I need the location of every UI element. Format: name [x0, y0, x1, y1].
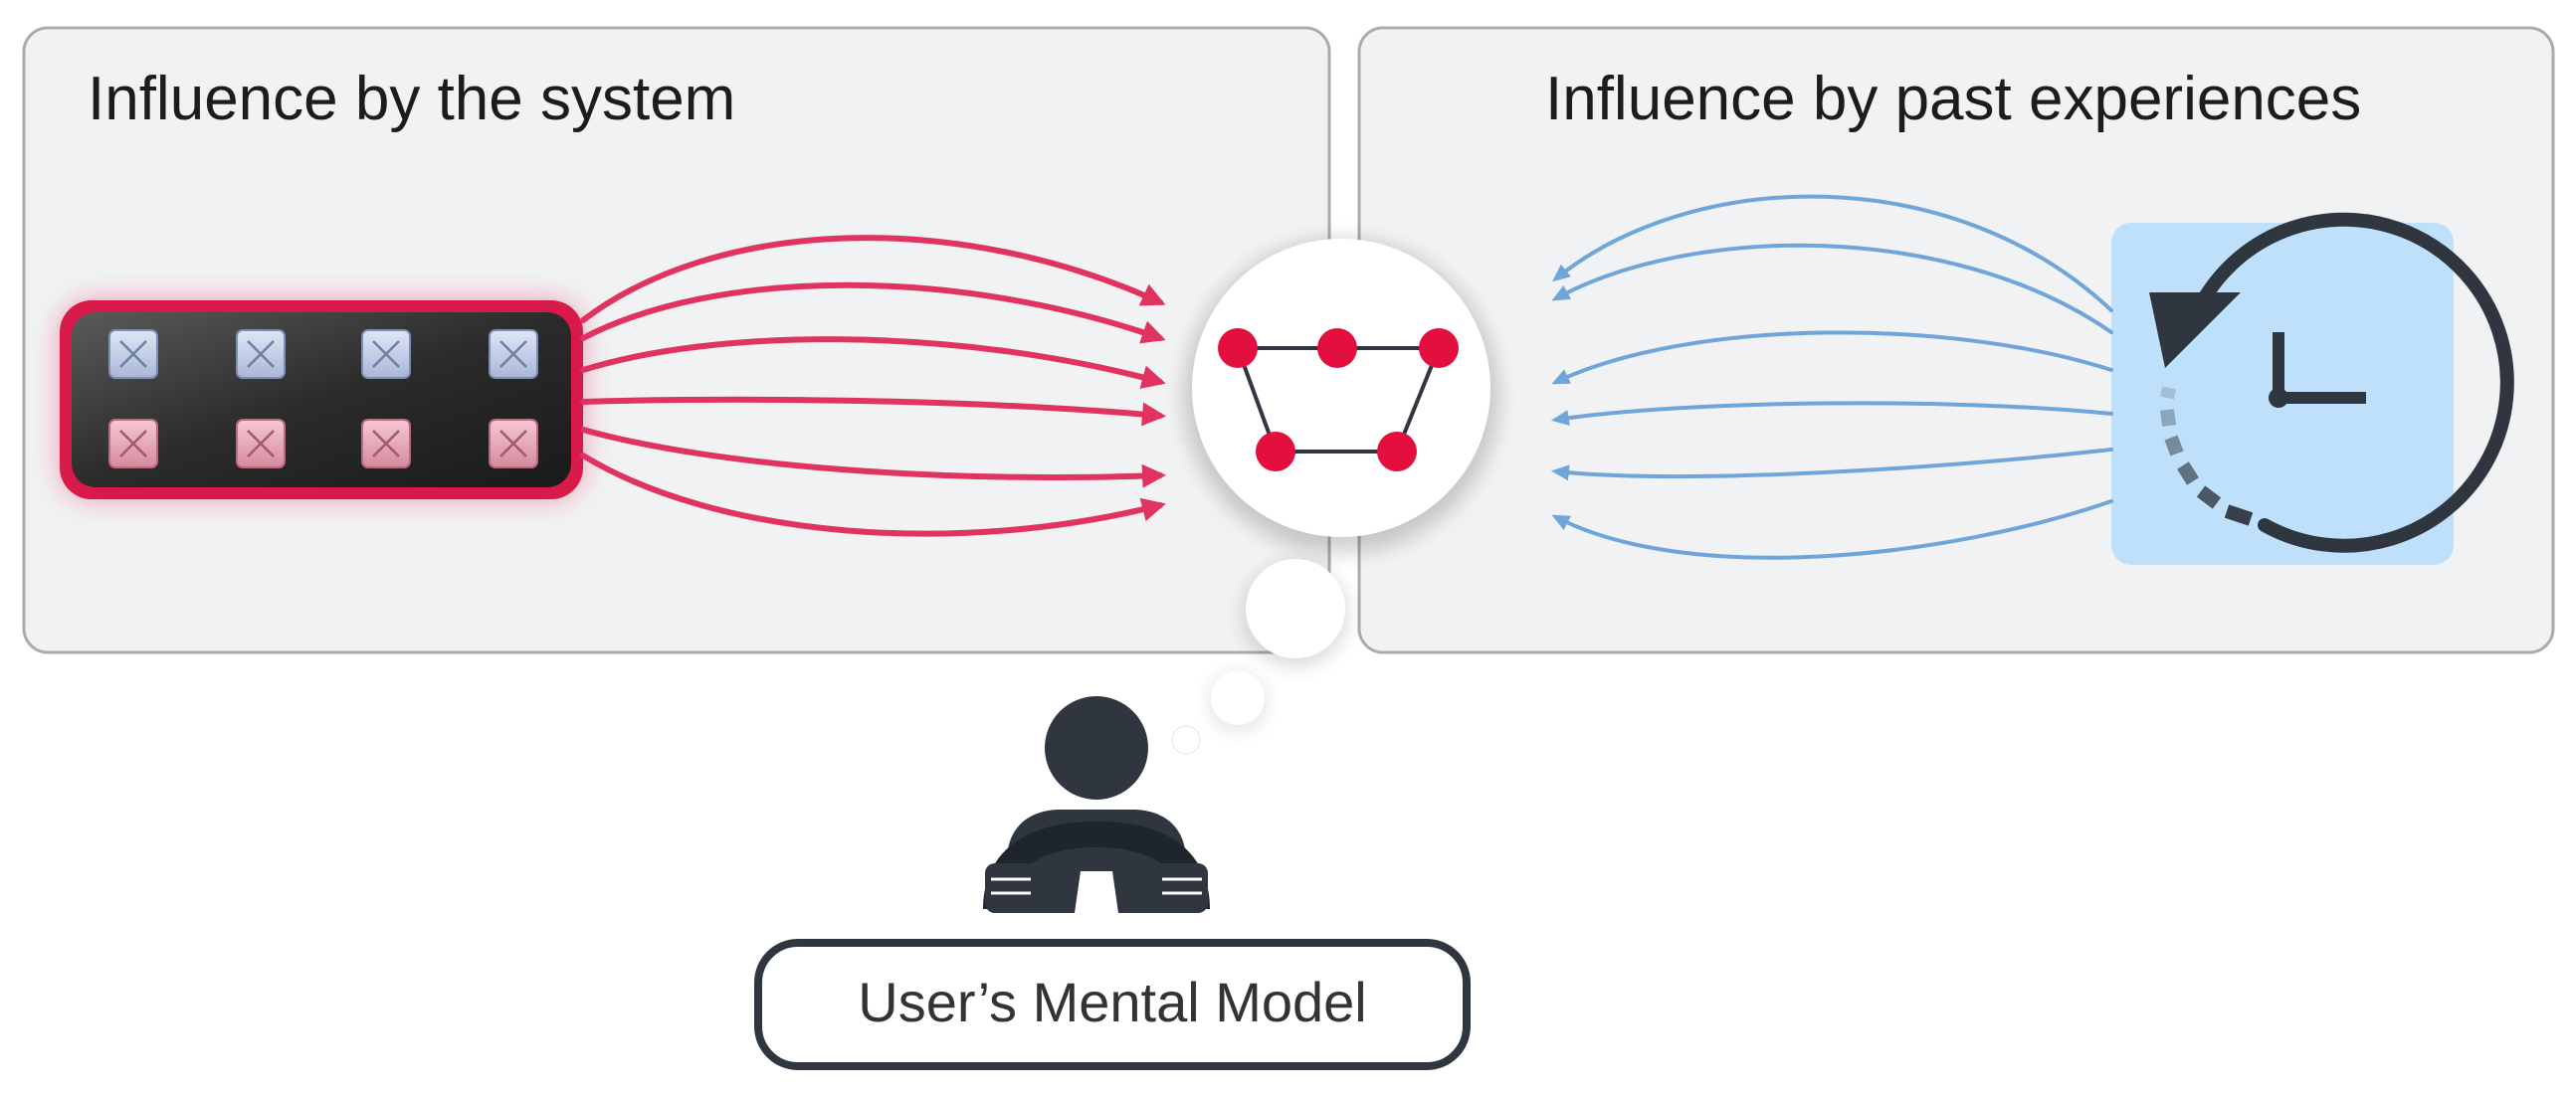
graph-node — [1317, 328, 1357, 368]
system-arrow — [580, 427, 1166, 488]
panel-button-icon — [361, 329, 411, 379]
graph-node — [1218, 328, 1258, 368]
past-arrow — [1551, 243, 2113, 334]
driver-steering-wheel-icon — [983, 696, 1210, 913]
system-panel-title: Influence by the system — [88, 65, 735, 133]
system-arrow — [580, 235, 1166, 323]
panel-button-icon — [489, 419, 538, 468]
system-arrow — [580, 396, 1166, 427]
panel-button-icon — [236, 329, 286, 379]
graph-node — [1419, 328, 1459, 368]
system-arrow — [580, 336, 1166, 389]
user-mental-model-label: User’s Mental Model — [754, 939, 1471, 1070]
panel-button-icon — [361, 419, 411, 468]
past-arrow — [1551, 194, 2113, 312]
panel-button-icon — [489, 329, 538, 379]
past-panel-title: Influence by past experiences — [1545, 65, 2361, 133]
past-arrow — [1550, 448, 2113, 481]
panel-button-icon — [108, 329, 158, 379]
past-arrow — [1551, 330, 2113, 385]
past-arrow — [1550, 401, 2113, 427]
system-arrow — [580, 453, 1166, 537]
history-clock-icon — [2111, 212, 2514, 565]
system-arrows — [580, 235, 1166, 537]
control-panel-icon — [60, 300, 583, 499]
graph-node — [1377, 432, 1417, 471]
past-arrow — [1551, 499, 2113, 560]
past-arrows — [1550, 194, 2113, 560]
system-arrow — [580, 281, 1166, 344]
thought-bubble-icon — [1171, 239, 1498, 755]
panel-button-icon — [236, 419, 286, 468]
panel-button-icon — [108, 419, 158, 468]
user-label-text: User’s Mental Model — [858, 971, 1366, 1033]
graph-node — [1256, 432, 1295, 471]
network-graph-icon — [1218, 328, 1459, 471]
